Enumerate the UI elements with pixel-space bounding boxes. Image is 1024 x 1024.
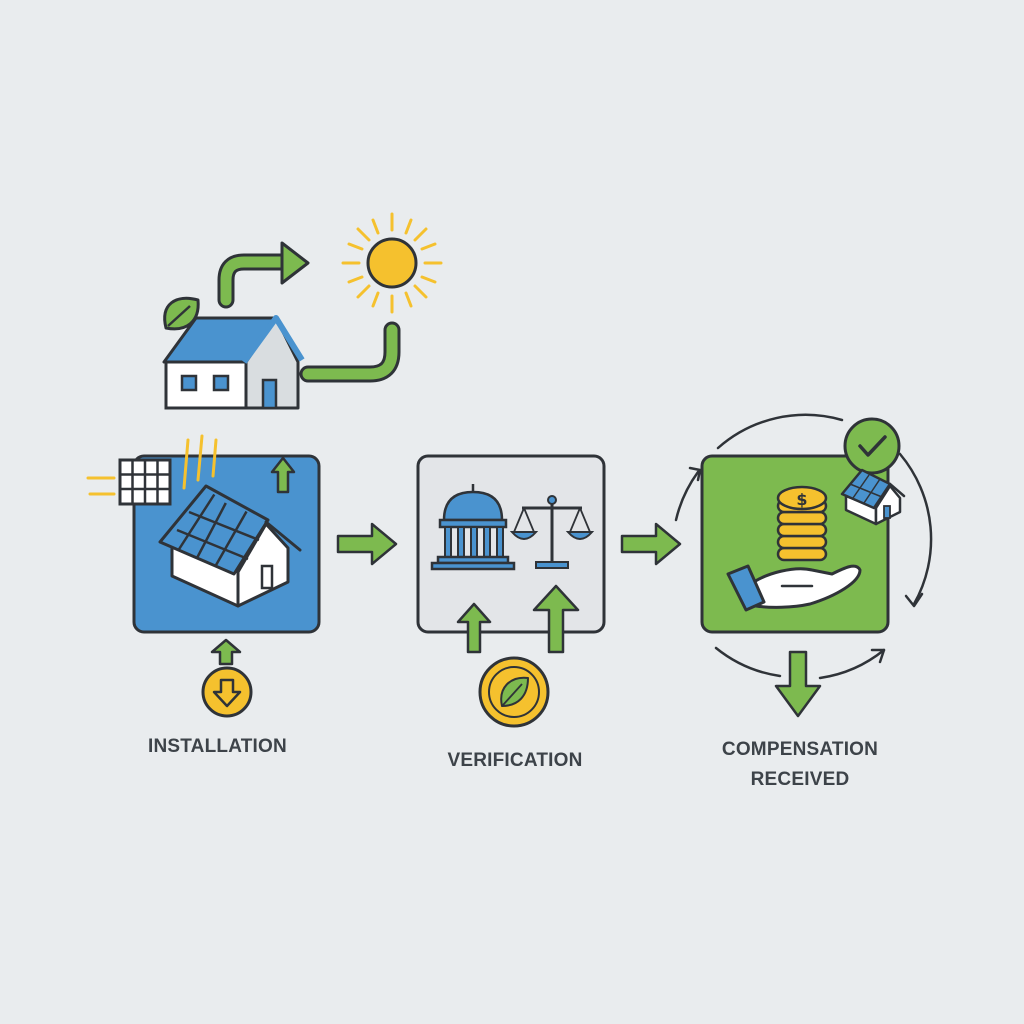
compensation-label-line2: RECEIVED bbox=[750, 769, 850, 790]
arrow-down-icon bbox=[774, 650, 822, 718]
arrow-up-icon bbox=[456, 602, 492, 654]
compensation-label: COMPENSATION RECEIVED bbox=[690, 735, 910, 795]
solar-house-icon bbox=[158, 484, 302, 608]
dollar-icon: $ bbox=[796, 490, 807, 509]
arrow-right-icon bbox=[336, 522, 398, 566]
coin-stack-icon bbox=[776, 485, 828, 562]
hand-icon bbox=[726, 564, 862, 612]
solar-panel-icon bbox=[86, 458, 172, 506]
arrow-right-icon bbox=[620, 522, 682, 566]
compensation-label-line1: COMPENSATION bbox=[721, 739, 879, 760]
sunlight-rays bbox=[182, 434, 218, 490]
arrow-up-icon bbox=[270, 456, 296, 494]
sun-icon bbox=[341, 212, 443, 314]
arrow-up-icon bbox=[532, 584, 580, 654]
cycle-arrow-icon bbox=[674, 413, 933, 680]
house-icon bbox=[840, 468, 906, 526]
checkmark-badge-icon bbox=[843, 417, 901, 475]
installation-label: INSTALLATION bbox=[148, 736, 287, 757]
verification-label: VERIFICATION bbox=[447, 750, 583, 771]
sun-connector bbox=[299, 321, 401, 383]
svg-text:$: $ bbox=[796, 490, 807, 509]
curved-arrow-icon bbox=[217, 241, 310, 309]
government-building-icon bbox=[430, 484, 516, 571]
leaf-icon bbox=[163, 296, 200, 331]
eco-coin-icon bbox=[478, 656, 550, 728]
scales-icon bbox=[509, 495, 595, 569]
house-icon bbox=[162, 315, 305, 410]
download-coin-icon bbox=[201, 666, 253, 718]
arrow-up-icon bbox=[210, 638, 242, 666]
